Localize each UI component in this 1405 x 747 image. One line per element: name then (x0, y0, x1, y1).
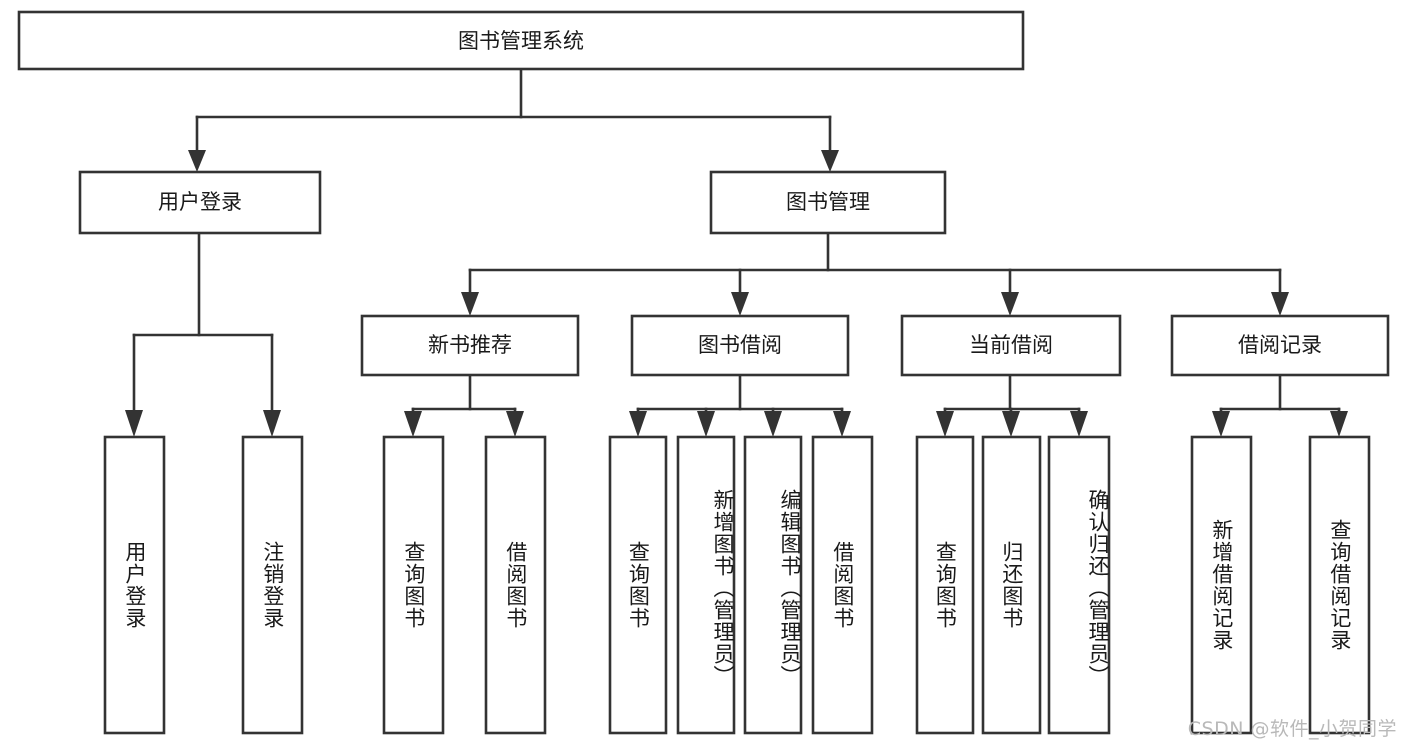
node-new-book-recommend[interactable]: 新书推荐 (360, 314, 580, 377)
leaf-box-rec-query-record[interactable] (1308, 435, 1371, 735)
arrow-head-rec-query-record (1330, 411, 1348, 437)
arrow-head-borrow-edit-book (764, 411, 782, 437)
node-book-borrow-box[interactable] (630, 314, 850, 377)
arrow-head-borrow-query-book (629, 411, 647, 437)
arrow-head-borrow-add-book (697, 411, 715, 437)
node-book-borrow[interactable]: 图书借阅 (630, 314, 850, 377)
node-root[interactable]: 图书管理系统 (17, 10, 1025, 71)
node-book-manage-box[interactable] (709, 170, 947, 235)
leaf-box-borrow-lend-book[interactable] (811, 435, 874, 735)
leaf-box-rec-query-book[interactable] (382, 435, 445, 735)
arrow-head-new-book-recommend (461, 292, 479, 316)
node-user-login[interactable]: 用户登录 (78, 170, 322, 235)
node-user-login-label: 用户登录 (158, 190, 242, 214)
arrow-head-borrow-lend-book (833, 411, 851, 437)
leaf-box-rec-borrow-book[interactable] (484, 435, 547, 735)
node-new-book-recommend-box[interactable] (360, 314, 580, 377)
arrow-head-rec-borrow-book (506, 411, 524, 437)
arrow-head-book-borrow (731, 292, 749, 316)
arrow-head-current-borrow (1001, 292, 1019, 316)
node-current-borrow[interactable]: 当前借阅 (900, 314, 1122, 377)
leaf-box-cur-return-book[interactable] (981, 435, 1042, 735)
node-borrow-record[interactable]: 借阅记录 (1170, 314, 1390, 377)
node-book-manage[interactable]: 图书管理 (709, 170, 947, 235)
leaf-box-borrow-query-book[interactable] (608, 435, 668, 735)
leaf-box-cur-query-book[interactable] (915, 435, 975, 735)
connector-layer (125, 67, 1348, 437)
arrow-head-cur-query-book (936, 411, 954, 437)
leaf-box-user-login[interactable] (103, 435, 166, 735)
node-root-box[interactable] (17, 10, 1025, 71)
arrow-head-cur-return-book (1002, 411, 1020, 437)
arrow-head-cur-confirm-return (1070, 411, 1088, 437)
node-current-borrow-box[interactable] (900, 314, 1122, 377)
arrow-head-rec-add-record (1212, 411, 1230, 437)
leaf-boxes-layer (103, 435, 1371, 735)
arrow-head-leaf-user-logout (263, 410, 281, 437)
leaf-box-borrow-edit-book[interactable] (743, 435, 803, 735)
leaf-box-rec-add-record[interactable] (1190, 435, 1253, 735)
node-borrow-record-box[interactable] (1170, 314, 1390, 377)
node-new-book-recommend-label: 新书推荐 (428, 333, 512, 357)
node-user-login-box[interactable] (78, 170, 322, 235)
arrow-head-to-user-login (188, 150, 206, 172)
node-book-borrow-label: 图书借阅 (698, 333, 782, 357)
node-borrow-record-label: 借阅记录 (1238, 333, 1322, 357)
node-book-manage-label: 图书管理 (786, 190, 870, 214)
arrow-head-borrow-record (1271, 292, 1289, 316)
csdn-watermark: CSDN @软件_小贺同学 (1187, 718, 1397, 740)
arrow-head-to-book-manage (821, 150, 839, 172)
leaf-box-cur-confirm-return[interactable] (1047, 435, 1111, 735)
leaf-box-borrow-add-book[interactable] (676, 435, 736, 735)
arrow-head-leaf-user-login (125, 410, 143, 437)
leaf-box-user-logout[interactable] (241, 435, 304, 735)
node-current-borrow-label: 当前借阅 (969, 333, 1053, 357)
arrow-head-rec-query-book (404, 411, 422, 437)
node-root-label: 图书管理系统 (458, 29, 584, 53)
